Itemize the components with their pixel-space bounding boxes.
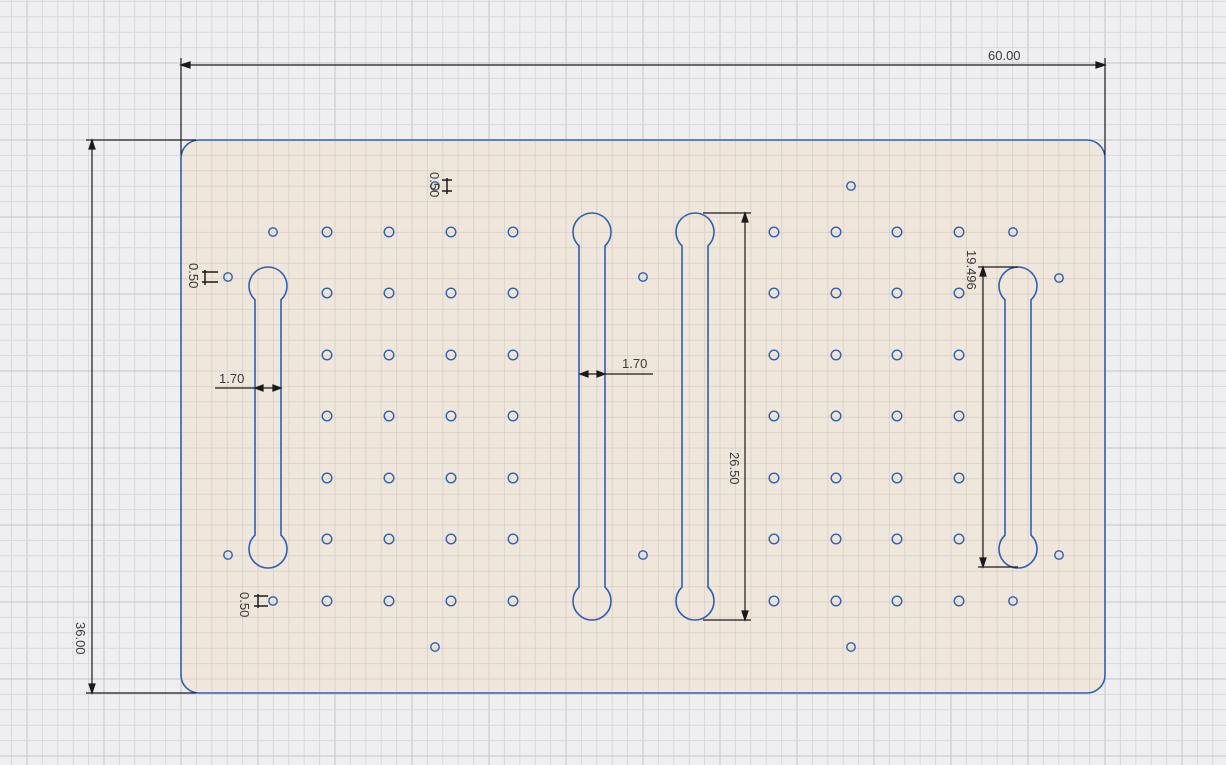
dimension-label-slot-width-left: 1.70 bbox=[219, 371, 244, 386]
dimension-label-long-slot: 26.50 bbox=[727, 452, 742, 485]
hole[interactable] bbox=[445, 349, 457, 361]
hole[interactable] bbox=[830, 287, 842, 299]
dimension-offset-bottom[interactable] bbox=[254, 594, 268, 608]
hole[interactable] bbox=[830, 349, 842, 361]
hole[interactable] bbox=[445, 472, 457, 484]
hole[interactable] bbox=[953, 472, 965, 484]
hole[interactable] bbox=[891, 595, 903, 607]
dimension-slot-width-left[interactable] bbox=[215, 384, 283, 392]
hole[interactable] bbox=[1008, 227, 1018, 237]
hole[interactable] bbox=[445, 226, 457, 238]
dimension-slot-width-center[interactable] bbox=[578, 370, 653, 378]
keyhole-slot[interactable] bbox=[998, 266, 1038, 569]
hole[interactable] bbox=[768, 287, 780, 299]
hole[interactable] bbox=[830, 595, 842, 607]
hole[interactable] bbox=[953, 410, 965, 422]
hole[interactable] bbox=[321, 349, 333, 361]
hole[interactable] bbox=[445, 595, 457, 607]
keyhole-slot[interactable] bbox=[572, 212, 612, 621]
hole[interactable] bbox=[383, 472, 395, 484]
dimension-short-slot[interactable] bbox=[978, 265, 1018, 569]
hole[interactable] bbox=[846, 181, 856, 191]
hole[interactable] bbox=[830, 472, 842, 484]
hole[interactable] bbox=[383, 595, 395, 607]
hole[interactable] bbox=[383, 410, 395, 422]
hole[interactable] bbox=[891, 226, 903, 238]
hole[interactable] bbox=[953, 595, 965, 607]
holes bbox=[223, 181, 1064, 652]
hole[interactable] bbox=[830, 533, 842, 545]
hole[interactable] bbox=[953, 226, 965, 238]
hole[interactable] bbox=[430, 642, 440, 652]
hole[interactable] bbox=[383, 287, 395, 299]
hole[interactable] bbox=[953, 287, 965, 299]
dimension-overall-width[interactable] bbox=[179, 58, 1107, 155]
hole[interactable] bbox=[321, 287, 333, 299]
dimension-label-slot-width-center: 1.70 bbox=[622, 356, 647, 371]
keyhole-slot[interactable] bbox=[248, 266, 288, 569]
hole[interactable] bbox=[507, 287, 519, 299]
hole[interactable] bbox=[768, 595, 780, 607]
hole[interactable] bbox=[891, 410, 903, 422]
dimension-overall-height[interactable] bbox=[86, 138, 196, 695]
dimension-label-width: 60.00 bbox=[988, 48, 1021, 63]
slots bbox=[248, 212, 1038, 621]
hole[interactable] bbox=[768, 533, 780, 545]
dimension-label-offset-top: 0.50 bbox=[427, 172, 442, 197]
hole[interactable] bbox=[891, 349, 903, 361]
hole[interactable] bbox=[830, 410, 842, 422]
hole[interactable] bbox=[846, 642, 856, 652]
hole[interactable] bbox=[321, 410, 333, 422]
dimension-long-slot[interactable] bbox=[703, 211, 751, 622]
hole[interactable] bbox=[830, 226, 842, 238]
hole[interactable] bbox=[383, 226, 395, 238]
hole[interactable] bbox=[891, 287, 903, 299]
hole[interactable] bbox=[891, 472, 903, 484]
plate-grid-overlay bbox=[182, 141, 1104, 692]
hole[interactable] bbox=[383, 349, 395, 361]
hole[interactable] bbox=[507, 410, 519, 422]
hole[interactable] bbox=[223, 272, 233, 282]
keyhole-slot[interactable] bbox=[675, 212, 715, 621]
hole[interactable] bbox=[768, 472, 780, 484]
hole[interactable] bbox=[445, 287, 457, 299]
hole[interactable] bbox=[223, 550, 233, 560]
hole[interactable] bbox=[383, 533, 395, 545]
hole[interactable] bbox=[891, 533, 903, 545]
dimension-label-offset-left: 0.50 bbox=[186, 263, 201, 288]
dimension-label-offset-bottom: 0.50 bbox=[237, 592, 252, 617]
hole[interactable] bbox=[507, 472, 519, 484]
dimension-offset-top[interactable] bbox=[442, 178, 452, 194]
hole[interactable] bbox=[507, 595, 519, 607]
hole[interactable] bbox=[768, 226, 780, 238]
hole[interactable] bbox=[638, 550, 648, 560]
hole[interactable] bbox=[953, 533, 965, 545]
hole[interactable] bbox=[768, 410, 780, 422]
hole[interactable] bbox=[1054, 273, 1064, 283]
hole[interactable] bbox=[507, 349, 519, 361]
hole[interactable] bbox=[507, 226, 519, 238]
dimension-label-short-slot: 19.496 bbox=[964, 250, 979, 290]
hole[interactable] bbox=[268, 596, 278, 606]
hole[interactable] bbox=[768, 349, 780, 361]
hole[interactable] bbox=[321, 533, 333, 545]
hole[interactable] bbox=[1008, 596, 1018, 606]
hole[interactable] bbox=[321, 472, 333, 484]
hole[interactable] bbox=[1054, 550, 1064, 560]
hole[interactable] bbox=[321, 226, 333, 238]
hole[interactable] bbox=[445, 410, 457, 422]
hole[interactable] bbox=[507, 533, 519, 545]
hole[interactable] bbox=[953, 349, 965, 361]
hole[interactable] bbox=[638, 272, 648, 282]
dimension-label-height: 36.00 bbox=[73, 622, 88, 655]
dimension-offset-left[interactable] bbox=[202, 270, 218, 285]
hole[interactable] bbox=[430, 181, 440, 191]
hole[interactable] bbox=[445, 533, 457, 545]
hole[interactable] bbox=[268, 227, 278, 237]
hole[interactable] bbox=[321, 595, 333, 607]
